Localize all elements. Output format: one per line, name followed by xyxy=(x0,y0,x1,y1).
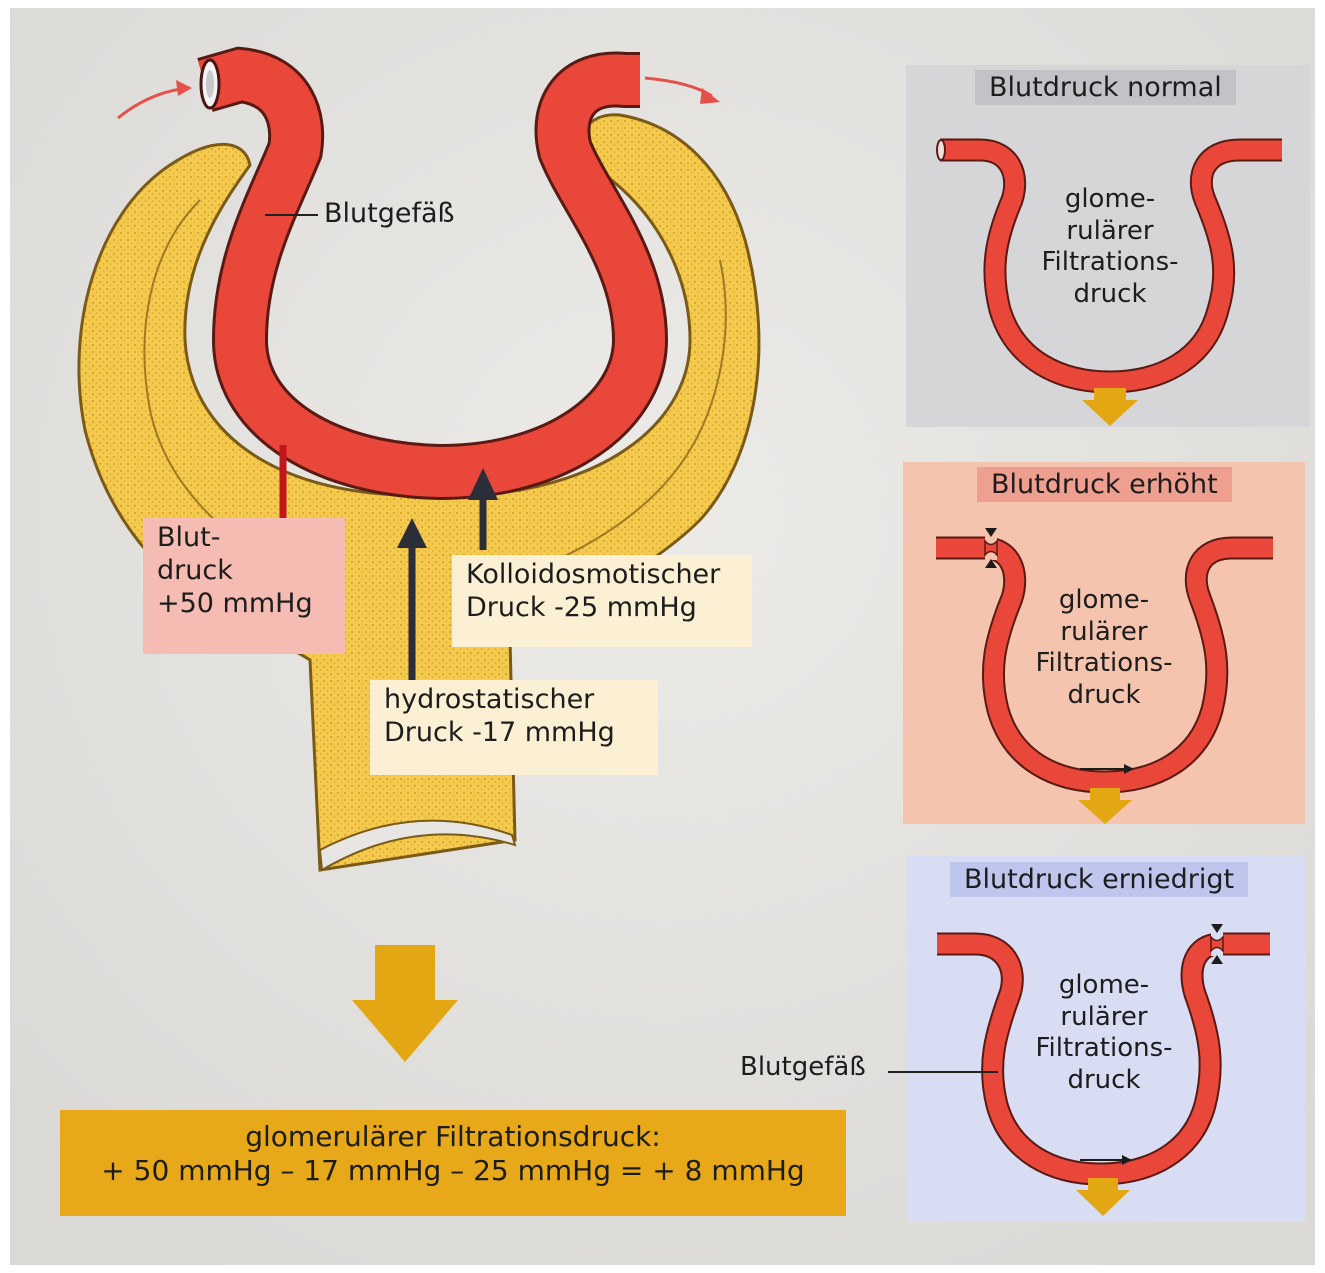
hydrostatic-pressure-line-1: hydrostatischer xyxy=(384,684,644,717)
hydrostatic-pressure-line-2: Druck -17 mmHg xyxy=(384,717,644,750)
panel-high-text-4: druck xyxy=(1014,680,1194,712)
panel-low-text-1: glome- xyxy=(1014,970,1194,1002)
blood-pressure-line-2: druck xyxy=(157,555,331,588)
hydrostatic-pressure-box: hydrostatischer Druck -17 mmHg xyxy=(370,680,658,775)
panel-normal-text-4: druck xyxy=(1020,279,1200,311)
panel-high-text: glome- rulärer Filtrations- druck xyxy=(1014,585,1194,712)
result-box: glomerulärer Filtrationsdruck: + 50 mmHg… xyxy=(60,1110,846,1216)
panel-low-text-3: Filtrations- xyxy=(1014,1033,1194,1065)
result-line-1: glomerulärer Filtrationsdruck: xyxy=(74,1120,832,1154)
blood-pressure-box: Blut- druck +50 mmHg xyxy=(143,518,345,654)
colloid-pressure-line-2: Druck -25 mmHg xyxy=(466,592,738,625)
panel-normal-text-2: rulärer xyxy=(1020,216,1200,248)
panel-normal-text-1: glome- xyxy=(1020,184,1200,216)
result-line-2: + 50 mmHg – 17 mmHg – 25 mmHg = + 8 mmHg xyxy=(74,1154,832,1188)
blood-pressure-line-1: Blut- xyxy=(157,522,331,555)
panel-normal-title: Blutdruck normal xyxy=(975,70,1236,105)
panel-low-text-4: druck xyxy=(1014,1065,1194,1097)
panel-high-text-3: Filtrations- xyxy=(1014,648,1194,680)
panel-low-title: Blutdruck erniedrigt xyxy=(950,862,1248,897)
panel-high-text-2: rulärer xyxy=(1014,617,1194,649)
panel-low-text-2: rulärer xyxy=(1014,1002,1194,1034)
panel-low-text: glome- rulärer Filtrations- druck xyxy=(1014,970,1194,1097)
panel-high-text-1: glome- xyxy=(1014,585,1194,617)
colloid-pressure-line-1: Kolloidosmotischer xyxy=(466,559,738,592)
vessel-label: Blutgefäß xyxy=(324,198,455,231)
panel-normal-text-3: Filtrations- xyxy=(1020,247,1200,279)
blood-pressure-line-3: +50 mmHg xyxy=(157,588,331,621)
colloid-pressure-box: Kolloidosmotischer Druck -25 mmHg xyxy=(452,555,752,647)
panel-high-title: Blutdruck erhöht xyxy=(977,467,1232,502)
panel-normal-text: glome- rulärer Filtrations- druck xyxy=(1020,184,1200,311)
panel-low-vessel-label: Blutgefäß xyxy=(740,1052,866,1084)
